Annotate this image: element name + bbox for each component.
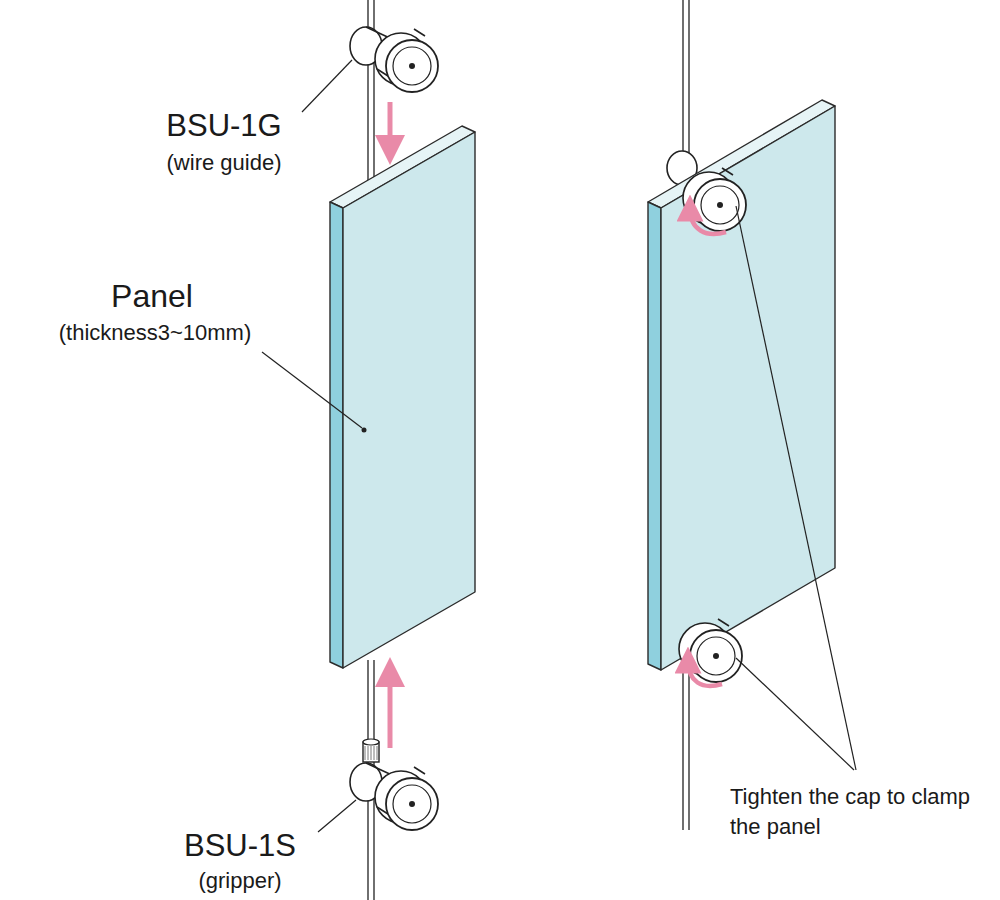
part-note: (gripper): [198, 868, 281, 893]
move-arrow: [388, 102, 393, 150]
leader-dot: [362, 428, 367, 433]
leader-line: [736, 658, 854, 770]
panel: [648, 100, 835, 670]
part-note: (wire guide): [167, 150, 282, 175]
part-name: BSU-1S: [184, 828, 296, 864]
wire-guide: [350, 27, 438, 92]
part-name: Panel: [111, 278, 193, 315]
turn-arrow: [690, 208, 726, 234]
gripper: [350, 739, 438, 830]
leader-line: [736, 206, 856, 770]
part-name: BSU-1G: [166, 108, 281, 144]
instruction-note: Tighten the cap to clamp the panel: [730, 782, 980, 841]
turn-arrow: [688, 660, 722, 686]
part-note: (thickness3~10mm): [59, 320, 252, 345]
move-arrow: [388, 672, 393, 748]
panel: [330, 126, 475, 668]
leader-line: [318, 800, 356, 832]
leader-line: [302, 60, 352, 112]
leader-line: [262, 352, 362, 428]
